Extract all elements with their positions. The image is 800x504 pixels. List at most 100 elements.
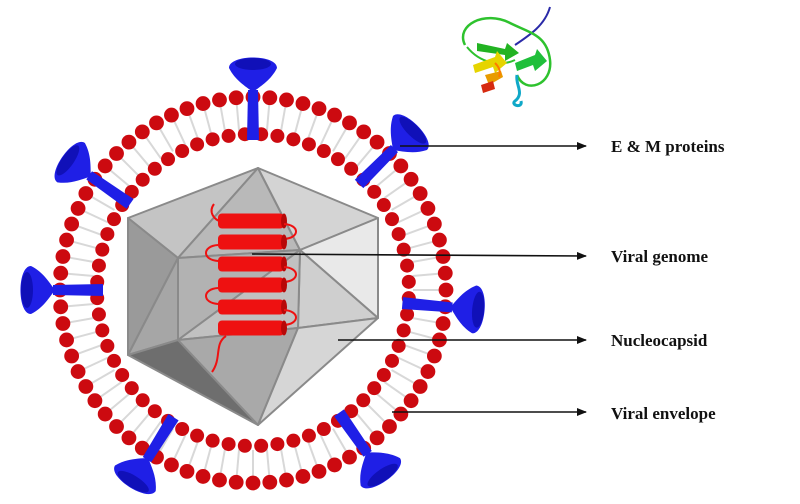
lipid-tail: [397, 356, 425, 371]
lipid-head-outer: [59, 232, 74, 248]
lipid-tail: [374, 167, 399, 188]
lipid-tail: [343, 134, 363, 160]
nucleocapsid-icosahedron: [127, 167, 379, 426]
protein-ribbon-structure-icon: [461, 6, 552, 108]
lipid-tail: [203, 107, 213, 136]
spike-protein: [401, 285, 485, 334]
lipid-tail: [383, 180, 409, 200]
lipid-head-outer: [212, 92, 227, 108]
lipid-head-outer: [327, 107, 342, 123]
lipid-head-inner: [107, 353, 122, 368]
lipid-head-inner: [124, 381, 139, 396]
lipid-head-inner: [107, 212, 122, 227]
capsid-face: [257, 317, 379, 426]
lipid-head-outer: [121, 134, 137, 150]
lipid-tail: [383, 380, 409, 400]
lipid-head-inner: [376, 198, 391, 213]
lipid-head-inner: [135, 172, 150, 187]
lipid-head-outer: [97, 406, 113, 422]
lipid-tail: [403, 224, 431, 237]
lipid-head-inner: [367, 184, 382, 199]
lipid-tail: [332, 125, 349, 152]
lipid-head-outer: [311, 463, 327, 479]
lipid-head-outer: [245, 475, 261, 491]
lipid-tail: [118, 155, 141, 178]
lipid-head-outer: [109, 419, 124, 434]
genome-helix-segment: [218, 256, 284, 272]
lipid-tail: [355, 144, 376, 169]
lipid-head-inner: [161, 152, 176, 167]
lipid-tail: [203, 444, 213, 473]
genome-helix-segment: [218, 213, 284, 229]
lipid-tail: [88, 369, 115, 386]
lipid-head-outer: [212, 472, 227, 488]
lipid-tail: [235, 449, 241, 479]
lipid-head-inner: [376, 367, 391, 382]
genome-helix-segment: [218, 299, 284, 315]
lipid-head-outer: [342, 449, 357, 465]
lipid-head-outer: [426, 348, 442, 364]
lipid-head-outer: [393, 406, 409, 422]
lipid-head-inner: [190, 428, 205, 443]
label-viral-envelope: Viral envelope: [611, 404, 716, 423]
lipid-head-inner: [221, 128, 236, 143]
lipid-head-inner: [95, 323, 110, 338]
lipid-head-outer: [149, 115, 164, 131]
label-nucleocapsid: Nucleocapsid: [611, 331, 708, 350]
lipid-head-outer: [262, 474, 278, 490]
lipid-head-inner: [124, 184, 139, 199]
lipid-head-inner: [175, 144, 190, 159]
lipid-head-outer: [55, 316, 71, 331]
lipid-head-outer: [369, 134, 385, 150]
lipid-head-outer: [426, 216, 442, 232]
lipid-head-inner: [205, 433, 220, 448]
lipid-head-inner: [301, 428, 316, 443]
lipid-head-inner: [205, 132, 220, 147]
lipid-head-outer: [55, 249, 71, 264]
lipid-head-inner: [401, 274, 416, 289]
lipid-head-inner: [270, 128, 285, 143]
lipid-head-outer: [179, 463, 195, 479]
lipid-head-inner: [367, 381, 382, 396]
spike-protein: [114, 414, 179, 494]
lipid-tail: [374, 392, 399, 413]
lipid-head-inner: [221, 437, 236, 452]
lipid-tail: [332, 428, 349, 455]
lipid-head-outer: [262, 90, 278, 106]
lipid-tail: [319, 434, 334, 462]
lipid-tail: [407, 240, 436, 250]
lipid-head-outer: [64, 216, 80, 232]
lipid-tail: [143, 420, 163, 446]
lipid-head-inner: [100, 227, 115, 242]
lipid-head-inner: [286, 132, 301, 147]
lipid-head-outer: [228, 474, 244, 490]
lipid-head-outer: [420, 201, 436, 216]
lipid-head-inner: [316, 144, 331, 159]
lipid-tail: [219, 447, 227, 477]
lipid-head-inner: [91, 258, 106, 273]
lipid-head-inner: [254, 438, 269, 453]
genome-helix-segment: [218, 277, 284, 293]
lipid-head-outer: [279, 472, 294, 488]
lipid-head-inner: [115, 367, 130, 382]
lipid-head-outer: [70, 364, 86, 379]
lipid-head-inner: [147, 404, 162, 419]
lipid-head-outer: [369, 430, 385, 446]
lipid-head-inner: [384, 212, 399, 227]
lipid-tail: [319, 118, 334, 146]
lipid-tail: [279, 447, 287, 477]
lipid-tail: [306, 440, 319, 468]
lipid-head-inner: [400, 307, 415, 322]
arrow-viral-genome: [251, 251, 587, 260]
lipid-head-outer: [53, 299, 69, 315]
lipid-head-outer: [435, 316, 451, 331]
lipid-head-inner: [391, 338, 406, 353]
lipid-head-outer: [87, 393, 103, 409]
lipid-head-inner: [356, 393, 371, 408]
lipid-head-outer: [432, 232, 447, 248]
lipid-head-outer: [412, 379, 428, 394]
lipid-tail: [81, 356, 109, 371]
lipid-head-outer: [70, 201, 86, 216]
spike-protein: [229, 57, 277, 140]
